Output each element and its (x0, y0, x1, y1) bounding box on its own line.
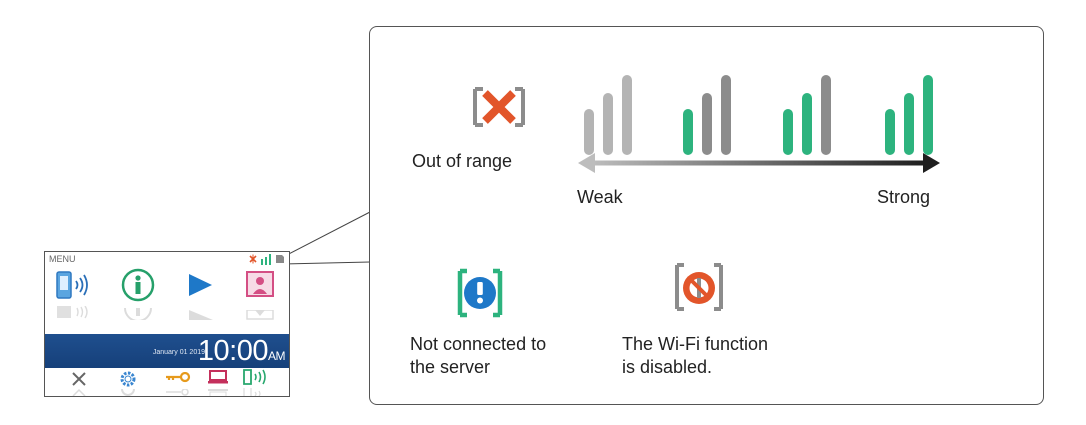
signal-bar-3 (821, 75, 831, 155)
weak-to-strong-arrow (578, 151, 940, 175)
not-connected-label-line2: the server (410, 357, 491, 377)
door-sensor-reflection (241, 388, 269, 396)
strong-label: Strong (877, 187, 931, 207)
clock-time: 10:00AM (197, 335, 286, 367)
monitor-reflection (207, 389, 229, 396)
signal-bars-level-2 (681, 71, 735, 161)
menu-label: MENU (49, 254, 76, 264)
signal-bar-1 (783, 109, 793, 155)
gear-reflection (119, 389, 137, 396)
play-icon[interactable] (185, 270, 215, 300)
signal-bar-2 (904, 93, 914, 155)
contact-reflection (245, 310, 275, 320)
close-reflection (71, 388, 87, 396)
signal-bar-1 (683, 109, 693, 155)
out-of-range-label: Out of range (412, 151, 513, 171)
weak-label: Weak (577, 187, 623, 207)
key-icon[interactable] (165, 372, 191, 384)
info-icon[interactable] (121, 268, 155, 302)
signal-bar-2 (802, 93, 812, 155)
close-icon[interactable] (71, 371, 87, 387)
wifi-disabled-label-line1: The Wi-Fi function (622, 334, 769, 354)
intercom-wireless-icon[interactable] (55, 268, 95, 304)
status-indicators (248, 253, 285, 265)
signal-bar-2 (603, 93, 613, 155)
signal-legend-panel: Out of range Weak Strong (369, 26, 1044, 405)
signal-strength-icon (261, 253, 271, 265)
clock-date: January 01 2019 (152, 349, 205, 356)
not-connected-label-line1: Not connected to (410, 334, 547, 354)
signal-bar-2 (702, 93, 712, 155)
signal-bar-3 (923, 75, 933, 155)
out-of-range-icon (249, 254, 257, 264)
out-of-range-large-icon (471, 85, 527, 129)
key-reflection (165, 389, 191, 396)
signal-bar-1 (885, 109, 895, 155)
settings-gear-icon[interactable] (119, 370, 137, 388)
signal-bars-level-3 (781, 71, 835, 161)
door-sensor-icon[interactable] (241, 368, 269, 386)
play-reflection (187, 310, 215, 320)
device-screen: MENU (44, 251, 290, 397)
signal-bars-level-1 (582, 71, 636, 161)
monitor-icon[interactable] (207, 370, 229, 384)
signal-bar-3 (721, 75, 731, 155)
sd-card-icon (276, 255, 284, 263)
intercom-reflection (55, 306, 95, 320)
server-not-connected-icon (454, 267, 506, 319)
info-reflection (123, 308, 153, 320)
wifi-disabled-label-line2: is disabled. (622, 357, 713, 377)
contact-icon[interactable] (245, 270, 275, 298)
signal-bar-3 (622, 75, 632, 155)
signal-bar-1 (584, 109, 594, 155)
clock-band: January 01 2019 10:00AM (45, 334, 289, 368)
signal-bars-level-4 (883, 71, 937, 161)
wifi-disabled-icon (671, 261, 727, 313)
